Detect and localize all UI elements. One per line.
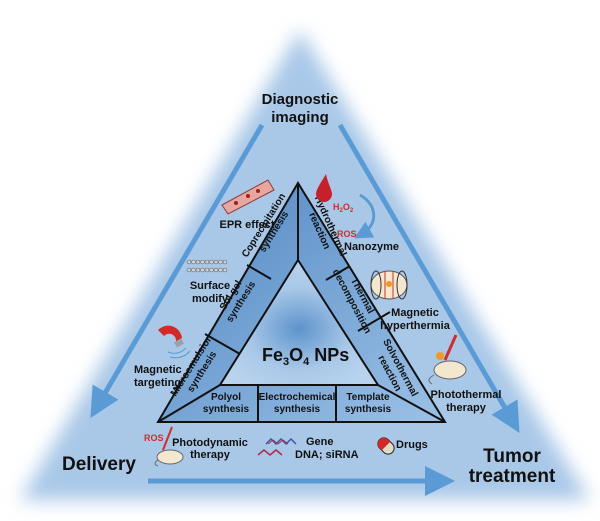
label-surface: Surface <box>190 280 230 292</box>
lipid-head <box>200 267 205 273</box>
arrow-top-to-treatment <box>337 123 520 433</box>
label-photodynamic-2: therapy <box>190 449 231 461</box>
label-tumor: Tumor <box>483 446 541 467</box>
label-ros-photodynamic: ROS <box>144 433 164 443</box>
label-photothermal-2: therapy <box>446 402 487 414</box>
divider <box>157 384 221 423</box>
lipid-head <box>191 267 196 273</box>
lipid-head <box>209 267 214 273</box>
lipid-head <box>222 259 228 265</box>
lipid-head <box>204 259 210 265</box>
segment-electrochemical-1: Electrochemical <box>259 392 336 403</box>
label-magnetic-targeting-1: Magnetic <box>134 364 182 376</box>
label-dna: DNA; siRNA <box>295 449 359 461</box>
label-magnetic-hyperthermia-1: Magnetic <box>391 307 439 319</box>
photodynamic-mouse-icon <box>154 426 184 467</box>
label-photodynamic-1: Photodynamic <box>172 437 248 449</box>
label-gene: Gene <box>306 436 334 448</box>
divider <box>377 384 446 423</box>
label-delivery: Delivery <box>62 454 136 475</box>
center-triangle <box>218 258 380 386</box>
segment-polyol-2: synthesis <box>203 404 250 415</box>
label-h2o2: H2O2 <box>333 202 354 214</box>
blood-drop-icon <box>316 174 332 202</box>
segment-template-2: synthesis <box>345 404 392 415</box>
divider <box>357 311 391 332</box>
lipid-bilayer-icon <box>186 259 228 273</box>
lipid-head <box>204 267 210 273</box>
lipid-head <box>186 267 192 273</box>
label-magnetic-hyperthermia-2: hyperthermia <box>380 320 451 332</box>
label-imaging: imaging <box>271 109 329 126</box>
curved-arrow-icon <box>354 193 376 239</box>
blood-vessel-icon <box>221 179 275 215</box>
lipid-head <box>213 267 219 273</box>
segment-template-1: Template <box>346 392 390 403</box>
lipid-head <box>195 267 201 273</box>
label-treatment: treatment <box>469 466 556 487</box>
lipid-head <box>218 267 223 273</box>
photothermal-mouse-icon <box>428 334 467 385</box>
label-diagnostic: Diagnostic <box>262 91 339 108</box>
label-nanozyme: Nanozyme <box>344 241 399 253</box>
segment-electrochemical-2: synthesis <box>274 404 321 415</box>
label-drugs: Drugs <box>396 439 428 451</box>
coil-mouse-icon <box>370 270 408 300</box>
lipid-head <box>186 259 192 265</box>
magnet-icon <box>158 325 191 359</box>
label-magnetic-targeting-2: targeting <box>134 377 181 389</box>
label-epr: EPR effect <box>219 219 274 231</box>
lipid-head <box>222 267 228 273</box>
divider <box>246 264 272 280</box>
capsule-icon <box>377 437 395 455</box>
lipid-head <box>213 259 219 265</box>
segment-polyol-1: Polyol <box>211 392 241 403</box>
lipid-head <box>209 259 214 265</box>
dna-icon <box>257 437 297 456</box>
lipid-head <box>191 259 196 265</box>
divider <box>325 265 351 281</box>
label-modify: modify <box>192 293 229 305</box>
label-ros-nanozyme: ROS <box>337 229 357 239</box>
lipid-head <box>200 259 205 265</box>
divider <box>204 333 241 355</box>
label-photothermal-1: Photothermal <box>431 389 502 401</box>
arrow-top-to-delivery <box>90 123 265 418</box>
center-title: Fe3O4 NPs <box>262 345 349 368</box>
lipid-head <box>195 259 201 265</box>
lipid-head <box>218 259 223 265</box>
